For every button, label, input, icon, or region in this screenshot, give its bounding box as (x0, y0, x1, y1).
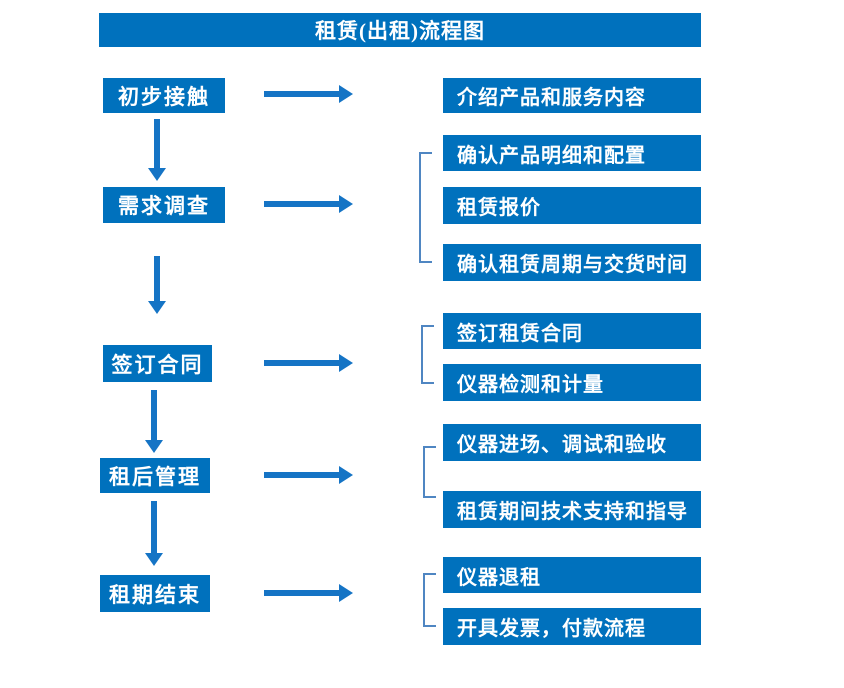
step-box-post-rental-management: 租后管理 (100, 458, 210, 493)
detail-box-instrument-entry-acceptance: 仪器进场、调试和验收 (443, 424, 701, 461)
right-arrow-head (339, 195, 353, 213)
down-arrow-head (145, 553, 163, 566)
detail-box-confirm-product-details: 确认产品明细和配置 (443, 135, 701, 171)
right-arrow-shaft (264, 360, 339, 366)
group-bracket-4 (423, 446, 436, 498)
step-box-initial-contact: 初步接触 (103, 78, 225, 113)
group-bracket-5 (423, 573, 436, 627)
down-arrow-head (148, 168, 166, 181)
right-arrow-1 (264, 84, 353, 104)
down-arrow-1 (147, 119, 167, 181)
right-arrow-shaft (264, 472, 339, 478)
detail-box-intro-products-services: 介绍产品和服务内容 (443, 78, 701, 113)
right-arrow-2 (264, 194, 353, 214)
detail-box-instrument-return: 仪器退租 (443, 557, 701, 593)
flowchart-title: 租赁(出租)流程图 (99, 13, 701, 47)
step-box-demand-survey: 需求调查 (103, 187, 225, 223)
down-arrow-shaft (151, 501, 157, 553)
down-arrow-3 (144, 390, 164, 453)
detail-box-instrument-testing: 仪器检测和计量 (443, 364, 701, 401)
right-arrow-4 (264, 465, 353, 485)
step-box-lease-end: 租期结束 (100, 575, 210, 612)
group-bracket-2 (419, 152, 432, 263)
detail-box-rental-quote: 租赁报价 (443, 187, 701, 224)
step-box-sign-contract: 签订合同 (103, 345, 212, 382)
right-arrow-shaft (264, 91, 339, 97)
down-arrow-shaft (151, 390, 157, 440)
detail-box-invoice-payment: 开具发票，付款流程 (443, 608, 701, 645)
down-arrow-head (148, 301, 166, 314)
right-arrow-3 (264, 353, 353, 373)
right-arrow-head (339, 85, 353, 103)
detail-box-sign-rental-contract: 签订租赁合同 (443, 313, 701, 349)
detail-box-confirm-period-delivery: 确认租赁周期与交货时间 (443, 244, 701, 281)
right-arrow-shaft (264, 590, 339, 596)
down-arrow-shaft (154, 119, 160, 168)
right-arrow-shaft (264, 201, 339, 207)
down-arrow-4 (144, 501, 164, 566)
right-arrow-head (339, 354, 353, 372)
group-bracket-3 (421, 325, 434, 384)
down-arrow-head (145, 440, 163, 453)
right-arrow-5 (264, 583, 353, 603)
detail-box-tech-support: 租赁期间技术支持和指导 (443, 491, 701, 528)
down-arrow-shaft (154, 256, 160, 301)
down-arrow-2 (147, 256, 167, 314)
right-arrow-head (339, 584, 353, 602)
right-arrow-head (339, 466, 353, 484)
